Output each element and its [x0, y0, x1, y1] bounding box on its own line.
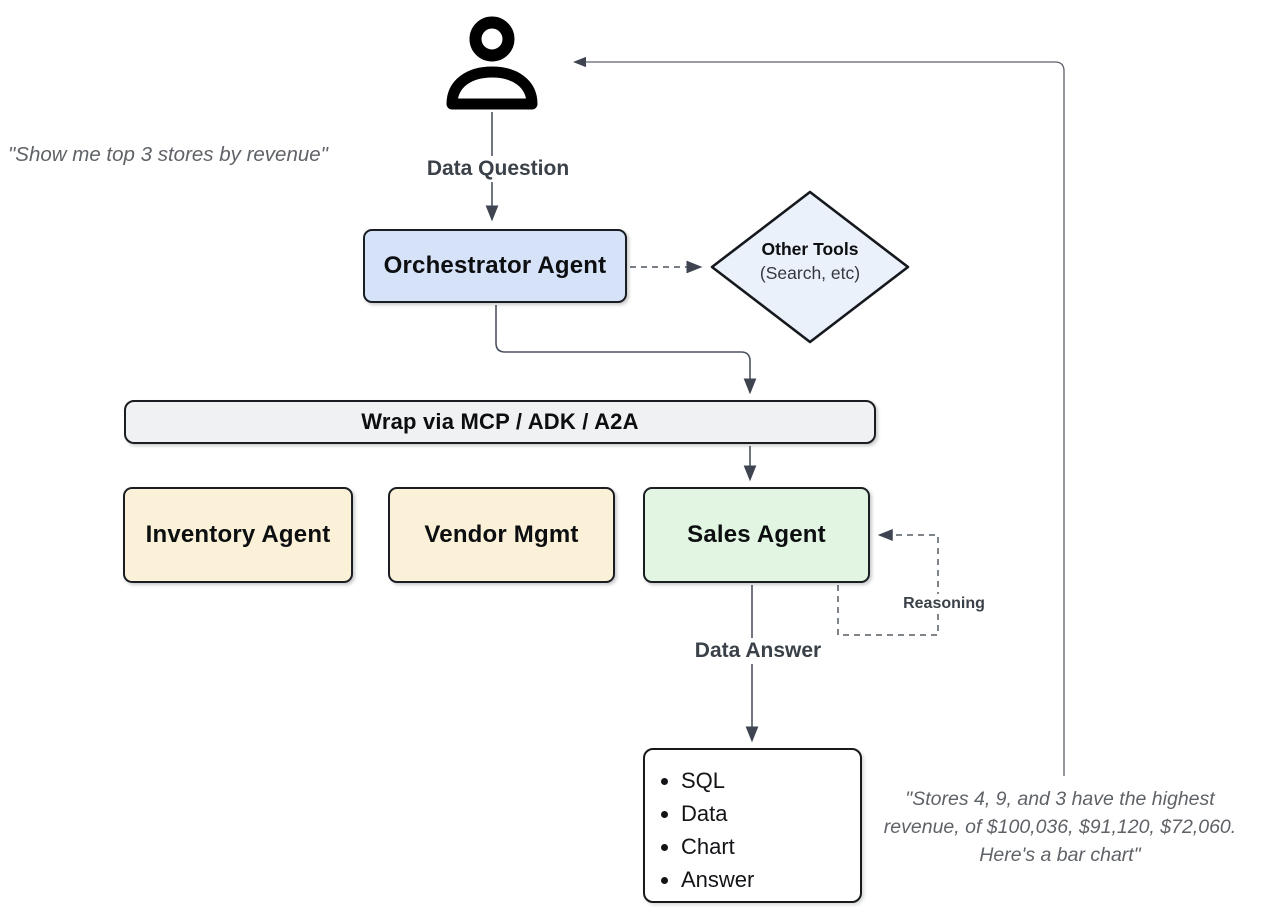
- other-tools-subtitle: (Search, etc): [759, 263, 861, 283]
- reasoning-label: Reasoning: [870, 594, 1018, 614]
- orchestrator-agent-label: Orchestrator Agent: [383, 252, 607, 279]
- answer-quote-line: "Stores 4, 9, and 3 have the highest: [905, 788, 1215, 810]
- vendor-mgmt-label: Vendor Mgmt: [424, 521, 579, 548]
- wrap-via-mcp-bar: Wrap via MCP / ADK / A2A: [124, 400, 876, 444]
- answer-quote-line: Here's a bar chart": [979, 844, 1141, 866]
- vendor-mgmt-node: Vendor Mgmt: [388, 487, 615, 583]
- data-answer-label: Data Answer: [644, 638, 872, 664]
- user-question-quote: "Show me top 3 stores by revenue": [8, 143, 328, 166]
- output-list-node: SQL Data Chart Answer: [643, 748, 862, 903]
- output-list-item: SQL: [681, 764, 860, 797]
- other-tools-node-text: Other Tools (Search, etc): [725, 237, 895, 285]
- inventory-agent-node: Inventory Agent: [123, 487, 353, 583]
- answer-quote-line: revenue, of $100,036, $91,120, $72,060.: [883, 816, 1237, 838]
- wrap-via-mcp-label: Wrap via MCP / ADK / A2A: [361, 409, 639, 434]
- answer-quote: "Stores 4, 9, and 3 have the highest rev…: [858, 785, 1262, 869]
- sales-agent-node: Sales Agent: [643, 487, 870, 583]
- other-tools-title: Other Tools: [761, 239, 859, 259]
- person-icon: [446, 16, 538, 110]
- inventory-agent-label: Inventory Agent: [145, 521, 331, 548]
- sales-agent-label: Sales Agent: [687, 521, 826, 548]
- data-question-label: Data Question: [384, 156, 612, 182]
- orchestrator-agent-node: Orchestrator Agent: [363, 229, 627, 303]
- output-list-item: Data: [681, 797, 860, 830]
- output-list-item: Answer: [681, 863, 860, 896]
- output-list-item: Chart: [681, 830, 860, 863]
- output-list: SQL Data Chart Answer: [645, 764, 860, 896]
- arrow-orchestrator-to-wrap-bar: [495, 305, 757, 395]
